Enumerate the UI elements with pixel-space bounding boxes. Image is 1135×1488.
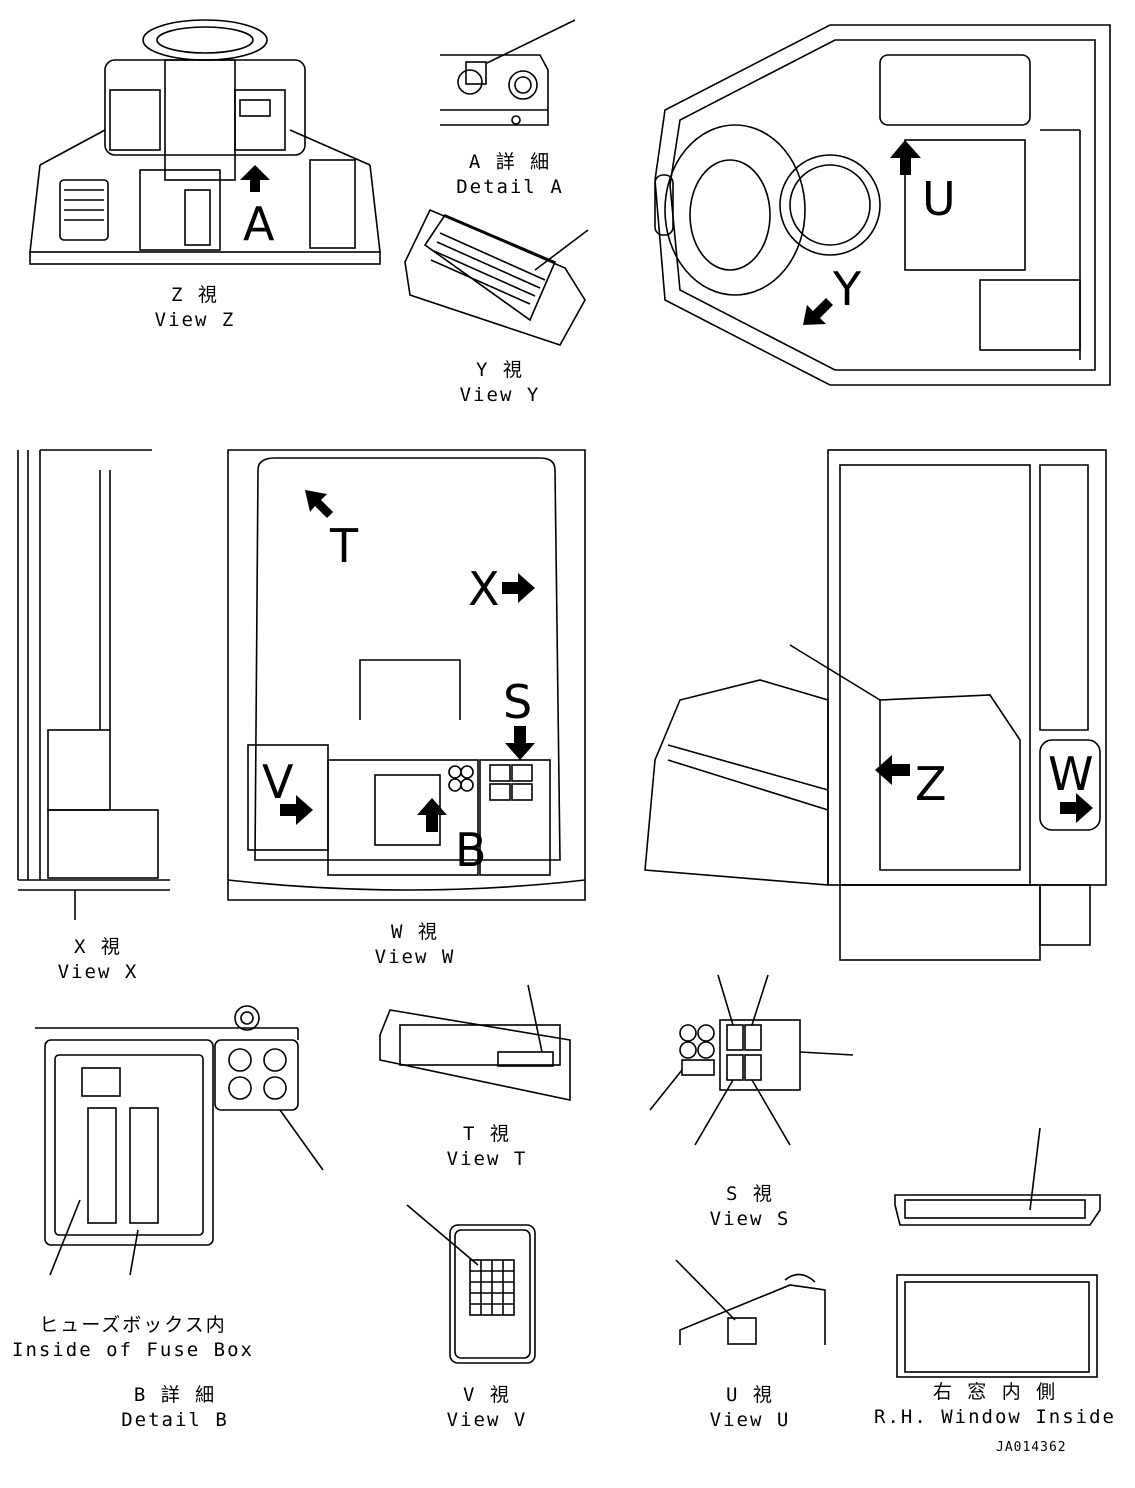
caption-view-z-jp: Z 視 (171, 284, 219, 306)
view-z-drawing (29, 19, 381, 265)
detail-a-drawing (440, 19, 576, 126)
caption-view-w: W 視 View W (375, 920, 456, 970)
arrow-label-w: W (1048, 747, 1093, 801)
arrow-label-v: V (262, 755, 294, 809)
arrow-label-z: Z (915, 757, 947, 811)
caption-view-z: Z 視 View Z (155, 283, 236, 333)
rh-window-drawing (894, 1127, 1101, 1378)
caption-view-u-jp: U 視 (726, 1384, 774, 1406)
caption-view-v: V 視 View V (447, 1383, 528, 1433)
caption-detail-b-en: Detail B (121, 1409, 229, 1431)
arrow-z (875, 755, 910, 785)
caption-fuse-box: ヒューズボックス内 Inside of Fuse Box (12, 1313, 254, 1363)
arrow-x (502, 573, 535, 603)
caption-rh-window-jp: 右 窓 内 側 (932, 1381, 1058, 1403)
caption-view-x: X 視 View X (58, 935, 139, 985)
caption-detail-b-jp: B 詳 細 (133, 1384, 217, 1406)
caption-view-s: S 視 View S (710, 1182, 791, 1232)
caption-detail-a-jp: A 詳 細 (468, 151, 552, 173)
arrow-a (240, 165, 270, 192)
detail-b-drawing (35, 1005, 324, 1276)
caption-fuse-box-en: Inside of Fuse Box (12, 1339, 254, 1361)
arrow-b (417, 798, 447, 832)
caption-view-y: Y 視 View Y (460, 358, 541, 408)
drawing-number: JA014362 (996, 1440, 1067, 1455)
caption-view-y-jp: Y 視 (476, 359, 524, 381)
caption-rh-window-en: R.H. Window Inside (874, 1406, 1116, 1428)
arrow-label-y: Y (832, 262, 862, 316)
caption-detail-a-en: Detail A (456, 176, 564, 198)
caption-view-s-jp: S 視 (726, 1183, 774, 1205)
arrow-u (890, 140, 921, 175)
caption-view-x-jp: X 視 (74, 936, 122, 958)
view-w-drawing (227, 449, 586, 901)
caption-view-y-en: View Y (459, 384, 541, 406)
caption-view-s-en: View S (709, 1208, 791, 1230)
view-y-drawing (404, 208, 589, 346)
arrow-label-s: S (503, 675, 532, 729)
caption-detail-a: A 詳 細 Detail A (456, 150, 564, 200)
arrow-label-u: U (922, 172, 956, 226)
arrow-s (505, 726, 535, 760)
arrow-label-b: B (455, 823, 487, 877)
caption-view-t-jp: T 視 (463, 1123, 511, 1145)
arrow-label-t: T (329, 519, 359, 573)
caption-view-w-en: View W (374, 946, 456, 968)
side-view-drawing (644, 449, 1107, 961)
caption-view-u-en: View U (709, 1409, 791, 1431)
arrow-label-a: A (243, 197, 275, 251)
arrow-y (803, 298, 833, 325)
caption-fuse-box-jp: ヒューズボックス内 (39, 1314, 227, 1336)
caption-view-t-en: View T (446, 1148, 528, 1170)
view-x-drawing (17, 449, 170, 920)
view-v-drawing (406, 1204, 536, 1364)
arrow-label-x: X (468, 562, 500, 616)
caption-rh-window: 右 窓 内 側 R.H. Window Inside (874, 1380, 1116, 1430)
caption-view-v-en: View V (446, 1409, 528, 1431)
caption-view-u: U 視 View U (710, 1383, 791, 1433)
caption-view-t: T 視 View T (447, 1122, 528, 1172)
caption-view-v-jp: V 視 (463, 1384, 511, 1406)
view-t-drawing (379, 984, 571, 1101)
caption-detail-b: B 詳 細 Detail B (121, 1383, 229, 1433)
view-s-drawing (649, 974, 854, 1146)
plan-view-drawing (654, 24, 1111, 386)
arrow-w (1060, 793, 1093, 823)
caption-view-z-en: View Z (154, 309, 236, 331)
caption-view-w-jp: W 視 (391, 921, 439, 943)
arrow-t (305, 490, 333, 518)
caption-view-x-en: View X (57, 961, 139, 983)
arrow-v (280, 795, 313, 825)
view-u-drawing (675, 1259, 826, 1345)
